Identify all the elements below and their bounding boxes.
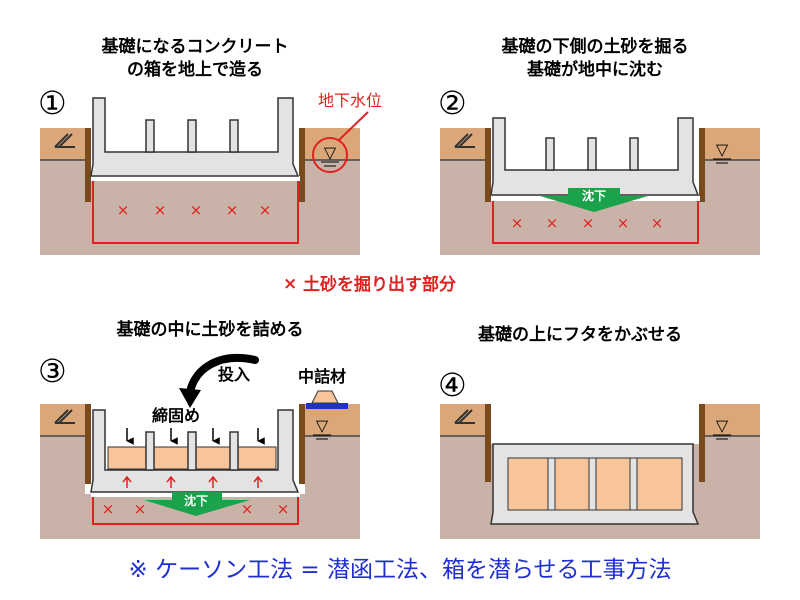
panel-1-wall-left (85, 128, 91, 202)
water-level-icon: ▽ (716, 140, 729, 159)
panel-4-wall-left (485, 404, 491, 482)
panel-1-wall-right (299, 128, 305, 202)
panel-3-material-label: 中詰材 (298, 367, 346, 386)
panel-3-blue-plate (306, 403, 348, 409)
panel-4: 基礎の上にフタをかぶせる ④ ▽ (438, 324, 760, 539)
panel-1-caption-line2: の箱を地上で造る (127, 59, 263, 80)
panel-2-excavation-mark: × (582, 214, 595, 232)
panel-2-wall-left (485, 128, 491, 202)
panel-3-throw-label: 投入 (218, 365, 250, 384)
panel-1-caisson (90, 97, 300, 177)
panel-3-sink-label: 沈下 (184, 493, 208, 508)
panel-4-wall-right (699, 404, 705, 482)
panel-2-caption-line2: 基礎が地中に沈む (526, 59, 663, 80)
panel-2-caisson (490, 117, 700, 196)
panel-2-excavation-mark: × (617, 214, 630, 232)
hatch-ground-icon (54, 409, 75, 424)
panel-1-excavation-mark: × (259, 201, 272, 219)
panel-1-water-level-label: 地下水位 (318, 91, 382, 110)
panel-1-excavation-mark: × (117, 201, 130, 219)
panel-2-caption-line1: 基礎の下側の土砂を掘る (501, 36, 689, 57)
panel-4-number: ④ (438, 366, 467, 404)
panel-3-caption: 基礎の中に土砂を詰める (116, 319, 304, 340)
legend: × 土砂を掘り出す部分 (283, 274, 456, 295)
panel-2-excavation-mark: × (511, 214, 524, 232)
panel-3-number: ③ (38, 352, 67, 390)
panel-1-caption-line1: 基礎になるコンクリート (101, 36, 289, 57)
footer-note: ※ ケーソン工法 = 潜函工法、箱を潜らせる工事方法 (128, 557, 671, 583)
panel-2: 基礎の下側の土砂を掘る 基礎が地中に沈む ② 沈下 × × × × × ▽ (438, 36, 760, 255)
panel-2-wall-right (699, 128, 705, 202)
hatch-ground-icon (454, 133, 475, 148)
panel-3-excavation-mark: × (134, 500, 147, 518)
panel-1-water-circle (312, 137, 348, 173)
panel-2-sink-arrow (540, 188, 648, 212)
panel-1: 基礎になるコンクリート の箱を地上で造る ① × × × × × 地下水位 (38, 36, 382, 255)
panel-3-compact-label: 締固め (152, 406, 200, 425)
panel-3-excavation-mark: × (102, 500, 115, 518)
panel-3-caisson (90, 409, 300, 493)
panel-1-excavation-mark: × (154, 201, 167, 219)
panel-4-caption: 基礎の上にフタをかぶせる (477, 324, 682, 345)
panel-3-sink-arrow (144, 492, 250, 516)
panel-2-number: ② (438, 84, 467, 122)
panel-3: 基礎の中に土砂を詰める ③ 締固め (38, 319, 360, 539)
legend-text: 土砂を掘り出す部分 (303, 274, 456, 295)
panel-3-excavation-mark: × (277, 500, 290, 518)
panel-3-throw-arrow (186, 353, 259, 396)
panel-2-sink-label: 沈下 (582, 188, 606, 203)
panel-4-topsoil-right (705, 404, 760, 436)
panel-3-material-pile (311, 390, 339, 404)
panel-1-number: ① (38, 84, 67, 122)
panel-3-excavation-mark: × (241, 500, 254, 518)
panel-1-excavation-mark: × (190, 201, 203, 219)
panel-2-topsoil-right (705, 128, 760, 160)
panel-2-excavation-mark: × (546, 214, 559, 232)
water-level-icon: ▽ (324, 143, 337, 162)
water-level-icon: ▽ (716, 416, 729, 435)
hatch-ground-icon (54, 133, 75, 148)
panel-3-wall-left (85, 404, 91, 484)
legend-mark: × (283, 274, 297, 294)
hatch-ground-icon (454, 409, 475, 424)
panel-2-excavation-mark: × (651, 214, 664, 232)
water-level-icon: ▽ (316, 416, 329, 435)
panel-1-excavation-mark: × (226, 201, 239, 219)
panel-3-topsoil-right (305, 404, 360, 436)
panel-3-wall-right (299, 404, 305, 484)
panel-1-topsoil-right (305, 128, 360, 160)
